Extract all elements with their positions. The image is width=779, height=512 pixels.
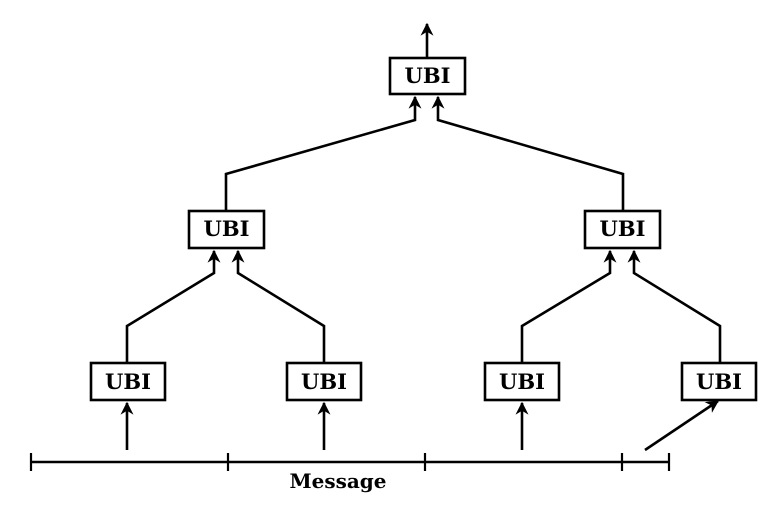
ubi-node-mid-left-label: UBI — [204, 216, 250, 241]
ubi-node-mid-right: UBI — [583, 209, 662, 250]
ubi-node-root: UBI — [388, 56, 467, 96]
message-bar — [29, 453, 671, 471]
ubi-node-mid-right-label: UBI — [600, 216, 646, 241]
ubi-node-mid-left: UBI — [187, 209, 266, 250]
ubi-node-leaf-3-label: UBI — [499, 369, 545, 394]
edge-mid-left-to-root — [224, 95, 422, 212]
ubi-node-leaf-2-label: UBI — [301, 369, 347, 394]
message-label: Message — [289, 469, 386, 493]
ubi-node-leaf-4: UBI — [680, 361, 758, 402]
ubi-node-root-label: UBI — [405, 63, 451, 88]
ubi-node-leaf-3: UBI — [483, 361, 561, 402]
edge-leaf-4-to-mid-right — [627, 249, 722, 364]
ubi-node-leaf-2: UBI — [285, 361, 363, 402]
input-arrow-block-4 — [644, 399, 720, 452]
ubi-node-leaf-4-label: UBI — [696, 369, 742, 394]
edge-leaf-1-to-mid-left — [125, 249, 221, 364]
edge-leaf-2-to-mid-left — [231, 249, 326, 364]
ubi-node-leaf-1: UBI — [89, 361, 167, 402]
edge-leaf-3-to-mid-right — [520, 249, 617, 364]
edge-mid-right-to-root — [431, 95, 625, 212]
ubi-node-leaf-1-label: UBI — [105, 369, 151, 394]
